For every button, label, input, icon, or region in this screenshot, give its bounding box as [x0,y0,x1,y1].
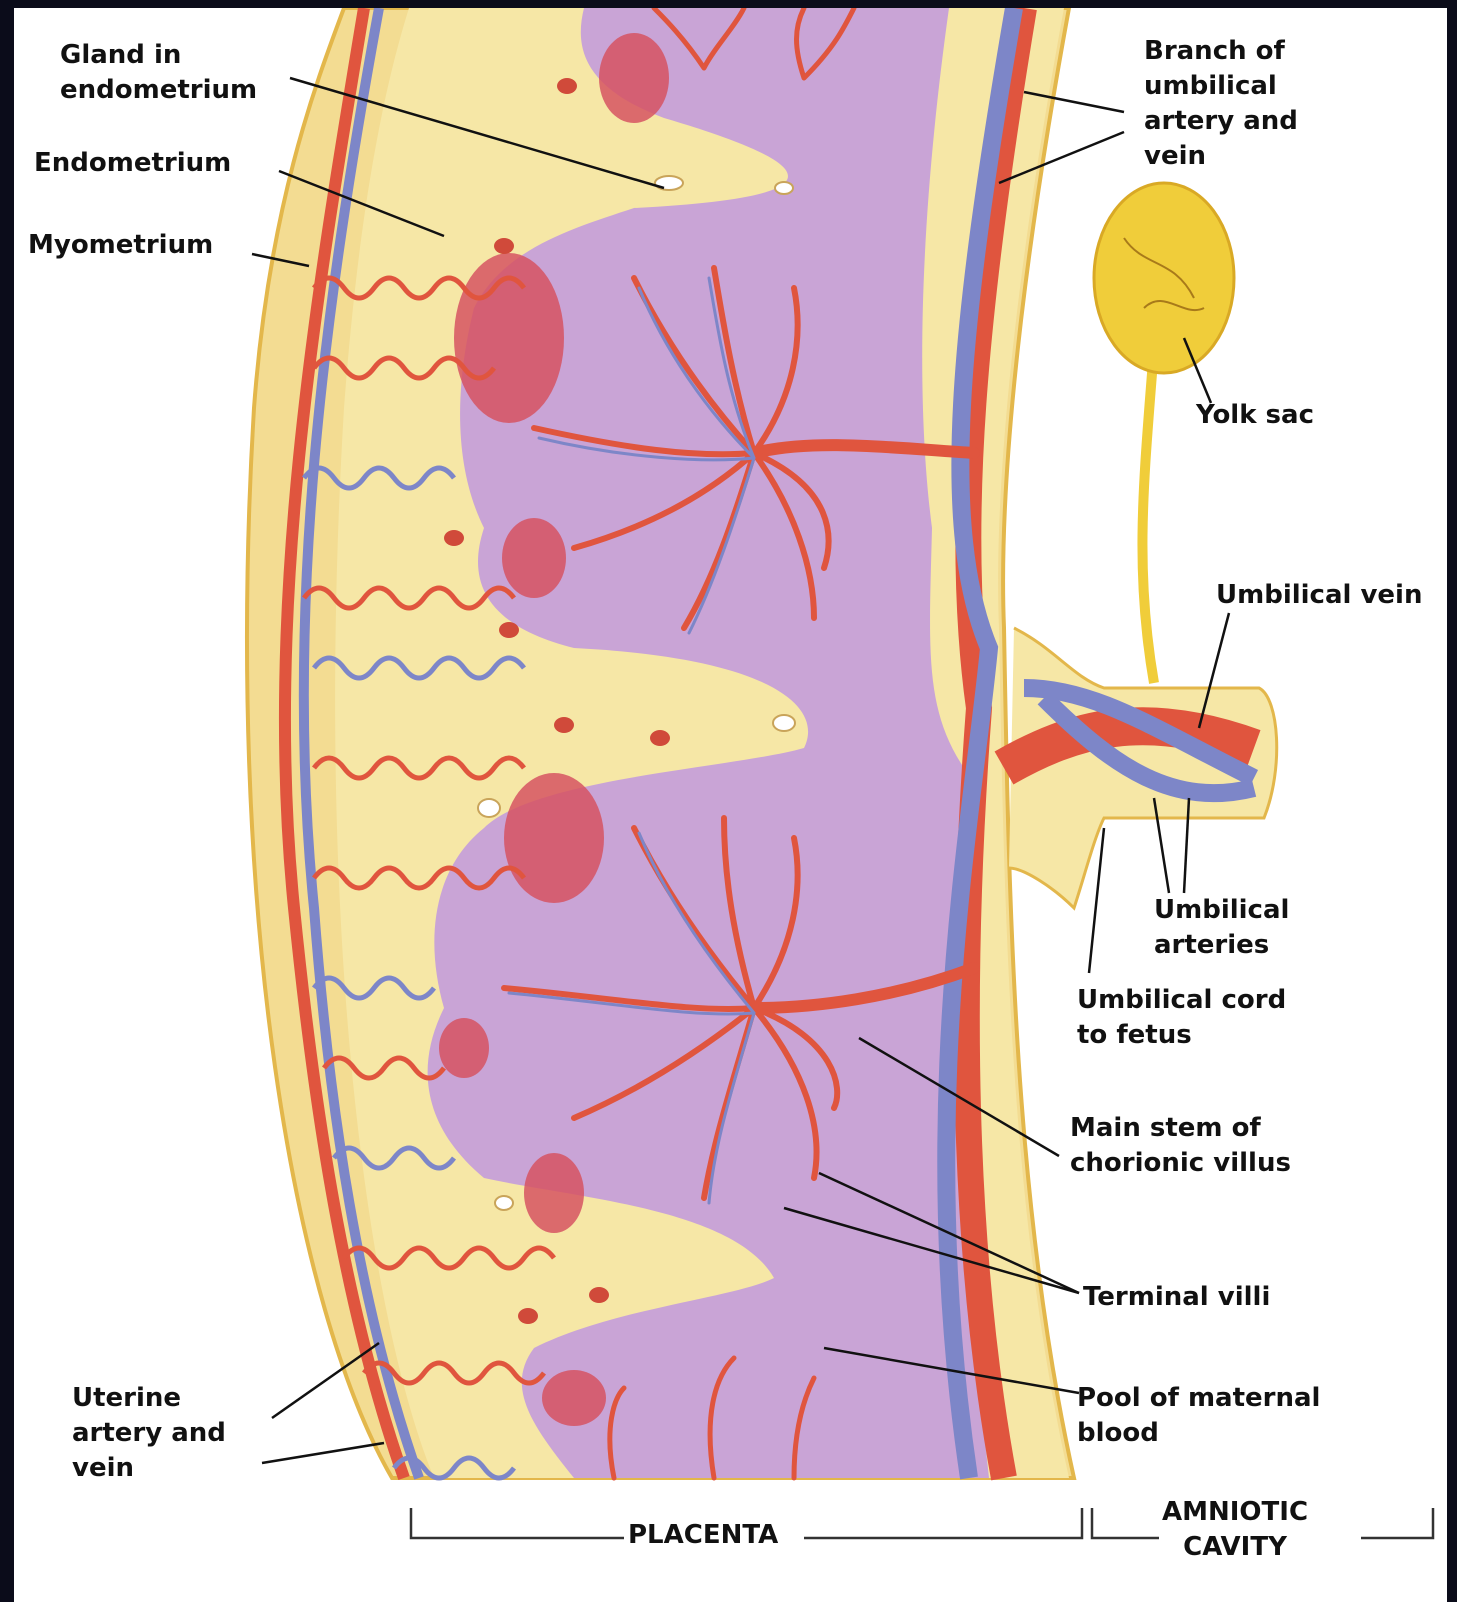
spiral-artery-opening [502,518,566,598]
spiral-artery-opening [542,1370,606,1426]
yolk-sac-stalk [1142,348,1154,683]
label-main-stem: Main stem of chorionic villus [1070,1111,1291,1181]
spiral-artery-opening [439,1018,489,1078]
yolk-sac [1094,183,1234,373]
label-umbilical-vein: Umbilical vein [1216,578,1422,613]
label-amniotic-cavity: AMNIOTIC CAVITY [1162,1495,1308,1565]
label-placenta: PLACENTA [628,1518,778,1553]
label-umbilical-cord: Umbilical cord to fetus [1077,983,1286,1053]
label-gland-in-endometrium: Gland in endometrium [60,38,257,108]
placenta-illustration [14,8,1447,1602]
label-endometrium: Endometrium [34,146,231,181]
label-yolk-sac: Yolk sac [1196,398,1314,433]
spiral-artery-opening [524,1153,584,1233]
diagram-frame: Gland in endometrium Endometrium Myometr… [14,8,1447,1602]
label-myometrium: Myometrium [28,228,213,263]
label-terminal-villi: Terminal villi [1083,1280,1270,1315]
spiral-artery-opening [599,33,669,123]
label-umbilical-arteries: Umbilical arteries [1154,893,1289,963]
label-pool-maternal-blood: Pool of maternal blood [1077,1381,1320,1451]
spiral-artery-opening [504,773,604,903]
label-uterine-artery-vein: Uterine artery and vein [72,1381,226,1486]
label-umbilical-branch: Branch of umbilical artery and vein [1144,34,1298,174]
